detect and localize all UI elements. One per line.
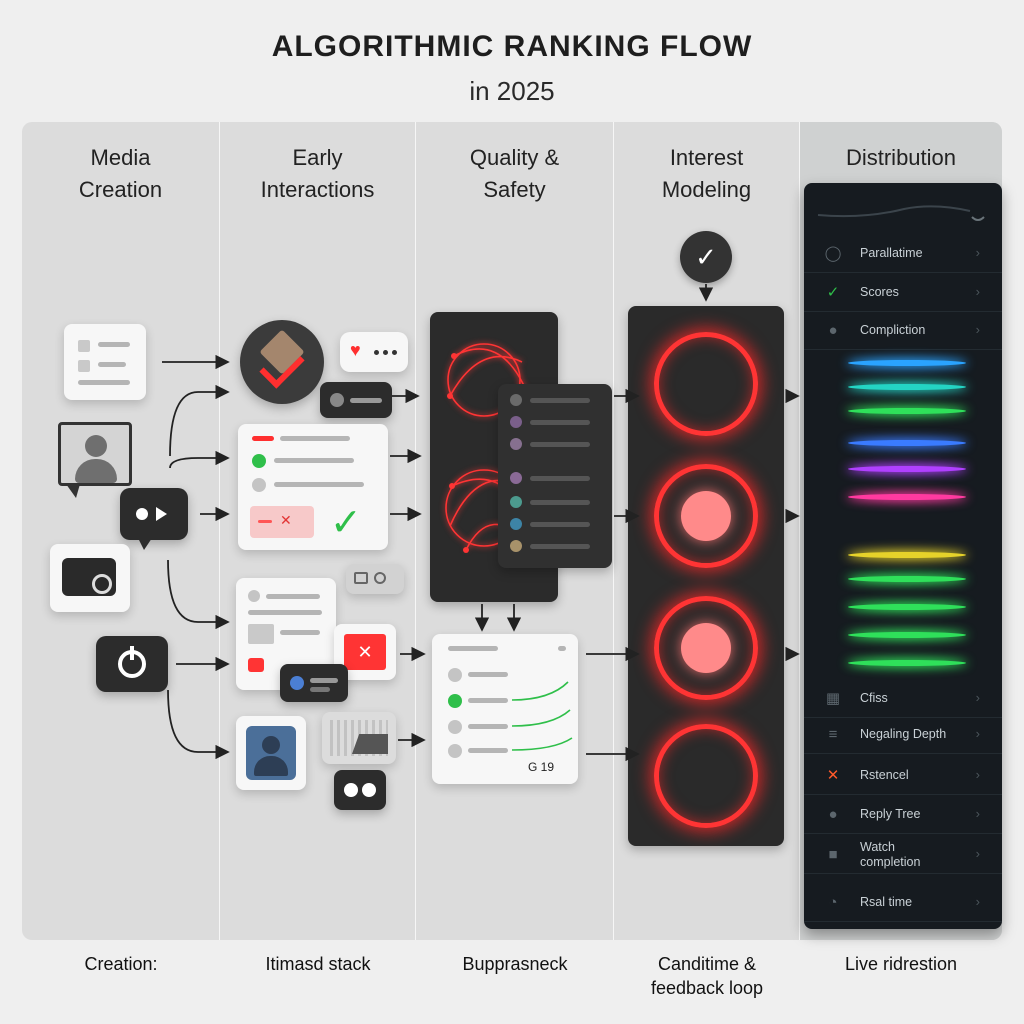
mic-icon: ● [828, 322, 838, 339]
clock-icon: ◔ [828, 894, 838, 911]
reply-pill[interactable] [280, 664, 348, 702]
chevron-right-icon: › [975, 846, 980, 861]
footer-caption: Bupprasneck [462, 954, 568, 974]
speech-tail-icon [66, 484, 80, 498]
interest-ring-1 [654, 332, 758, 436]
chevron-right-icon: › [975, 806, 980, 821]
chevron-right-icon: › [975, 284, 980, 299]
page-subtitle: in 2025 [469, 76, 555, 106]
distribution-row-label: Parallatime [860, 246, 923, 260]
distribution-row[interactable]: ◯ Parallatime › [804, 235, 1002, 273]
engagement-card[interactable]: ✕ ✓ [238, 424, 388, 550]
node-icon: ● [828, 806, 838, 823]
distribution-row-label: Watch completion [860, 840, 921, 869]
camera-icon[interactable] [50, 544, 130, 612]
page-title: ALGORITHMIC RANKING FLOW [271, 30, 753, 63]
glow-bar-green [848, 660, 966, 666]
interest-model-panel [628, 306, 784, 846]
glow-bar-blue [848, 440, 966, 446]
column-heading: Quality &Safety [469, 145, 560, 202]
cross-icon: ✕ [344, 634, 386, 670]
glow-bar-green [848, 632, 966, 638]
distribution-row-label: Rstencel [860, 768, 909, 782]
media-chip[interactable] [346, 564, 404, 594]
score-counter: G 19 [528, 760, 555, 774]
glow-bar-green [848, 408, 966, 414]
distribution-row[interactable]: ● Compliction › [804, 312, 1002, 350]
pattern-tile [322, 712, 396, 764]
column-quality-safety: Quality &Safety [416, 122, 614, 940]
profile-photo-icon[interactable] [58, 422, 132, 486]
wave-icon [817, 205, 985, 221]
glow-bar-yellow [848, 552, 966, 558]
distribution-row-label: Rsal time [860, 895, 913, 909]
comment-pill[interactable] [320, 382, 392, 418]
glow-bar-green [848, 576, 966, 582]
distribution-row[interactable]: ✓ Scores › [804, 274, 1002, 312]
interest-ring-4 [654, 724, 758, 828]
video-tail-icon [138, 538, 152, 550]
chevron-right-icon: › [975, 322, 980, 337]
glow-bar-green [848, 604, 966, 610]
chevron-right-icon: › [975, 726, 980, 741]
column-heading: Distribution [845, 145, 957, 170]
footer-caption: Live ridrestion [844, 954, 958, 974]
distribution-row-label: Compliction [860, 323, 926, 337]
cross-icon: ✕ [826, 767, 840, 784]
distribution-row-label: Cfiss [860, 691, 888, 705]
creator-avatar-card[interactable] [236, 716, 306, 790]
footer-caption: Creation: [84, 954, 158, 974]
distribution-row[interactable]: ■ Watch completion › [804, 836, 1002, 874]
layered-engagement-icon[interactable] [240, 320, 324, 404]
trend-lines-icon [511, 681, 573, 751]
glow-bar-pink [848, 494, 966, 500]
reaction-bubble[interactable]: ♥ [340, 332, 408, 372]
verified-check-icon[interactable]: ✓ [680, 231, 732, 283]
chevron-right-icon: › [975, 245, 980, 260]
grid-icon: ▦ [825, 690, 841, 707]
distribution-row[interactable]: ◔ Rsal time › [804, 884, 1002, 922]
quality-score-card[interactable]: G 19 [432, 634, 578, 784]
square-icon: ■ [828, 846, 838, 863]
rejected-badge[interactable]: ✕ [334, 624, 396, 680]
footer-caption: Canditime &feedback loop [650, 954, 764, 998]
heart-icon: ♥ [350, 340, 361, 360]
approved-check-icon: ✓ [330, 502, 362, 544]
chevron-right-icon: › [975, 767, 980, 782]
flag-note: ✕ [250, 506, 314, 538]
circle-icon: ◯ [824, 245, 842, 262]
power-record-icon[interactable] [96, 636, 168, 692]
signal-list-panel [498, 384, 612, 568]
glow-bar-purple [848, 466, 966, 472]
check-icon: ✓ [826, 284, 840, 301]
chevron-right-icon: › [975, 894, 980, 909]
distribution-row-label: Scores [860, 285, 899, 299]
footer-caption: Itimasd stack [265, 954, 371, 974]
lines-icon: ≡ [828, 726, 838, 743]
distribution-row[interactable]: ✕ Rstencel › [804, 757, 1002, 795]
double-dot-icon[interactable] [334, 770, 386, 810]
avatar [246, 726, 296, 780]
interest-ring-2 [654, 464, 758, 568]
glow-bar-blue [848, 360, 966, 366]
distribution-row[interactable]: ≡ Negaling Depth › [804, 716, 1002, 754]
glow-bar-cyan [848, 384, 966, 390]
interest-ring-3 [654, 596, 758, 700]
chevron-right-icon: › [975, 690, 980, 705]
video-clip-icon[interactable] [120, 488, 188, 540]
distribution-row[interactable]: ▦ Cfiss › [804, 680, 1002, 718]
text-post-icon[interactable] [64, 324, 146, 400]
distribution-row-label: Reply Tree [860, 807, 921, 821]
distribution-row-label: Negaling Depth [860, 727, 947, 741]
distribution-row[interactable]: ● Reply Tree › [804, 796, 1002, 834]
